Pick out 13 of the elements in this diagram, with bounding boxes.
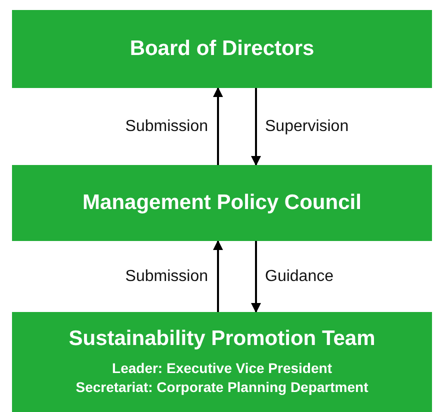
box-title: Management Policy Council bbox=[82, 191, 362, 215]
box-subtitle: Secretariat: Corporate Planning Department bbox=[76, 378, 368, 397]
arrow bbox=[213, 240, 223, 312]
arrow bbox=[251, 88, 261, 166]
org-box bbox=[12, 10, 432, 88]
box-title: Board of Directors bbox=[130, 37, 314, 61]
edge-label: Supervision bbox=[265, 118, 349, 136]
arrow bbox=[213, 87, 223, 165]
org-box bbox=[12, 312, 432, 412]
box-title: Sustainability Promotion Team bbox=[68, 327, 376, 351]
arrow bbox=[251, 241, 261, 313]
org-box bbox=[12, 165, 432, 241]
box-subtitle: Leader: Executive Vice President bbox=[112, 359, 332, 378]
